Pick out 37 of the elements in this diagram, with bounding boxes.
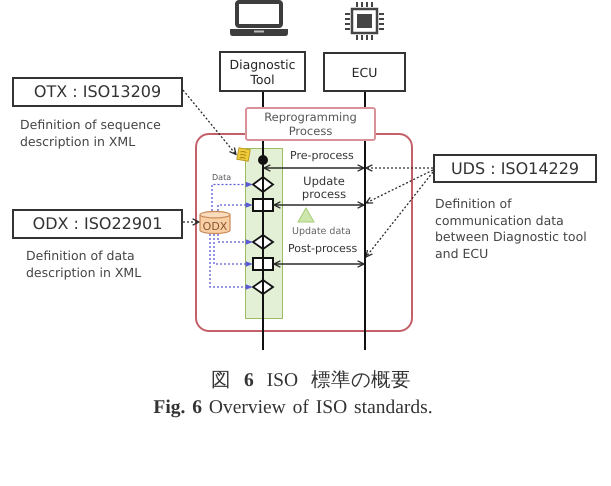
standard-box: OTX : ISO13209 [12, 77, 183, 107]
data-arrow [217, 202, 253, 211]
standard-box: ODX : ISO22901 [12, 209, 183, 239]
marker-caption: Update data [292, 226, 351, 239]
dotted-arrow [365, 172, 434, 258]
message-arrow [273, 201, 365, 209]
activity-bar [245, 148, 283, 319]
database-cylinder: ODX [199, 211, 231, 234]
decision-diamond [252, 234, 274, 250]
process-box [252, 198, 274, 212]
description-text: Definition of sequence description in XML [20, 117, 162, 150]
data-arrow [211, 182, 253, 211]
triangle-marker [297, 207, 315, 223]
frame-heading: Reprogramming Process [245, 107, 376, 141]
note-icon [236, 147, 251, 162]
decision-diamond [252, 176, 274, 193]
edge-label: Post-process [288, 243, 358, 256]
message-arrow [273, 260, 365, 268]
data-arrow [209, 234, 253, 290]
figure-caption: 図 6 ISO 標準の概要 [211, 369, 411, 392]
dotted-arrow [183, 218, 200, 226]
participant-box: Diagnostic Tool [219, 51, 306, 92]
figure-caption: Fig. 6 Overview of ISO standards. [153, 396, 433, 420]
process-box [252, 257, 274, 271]
standard-box: UDS : ISO14229 [433, 154, 597, 183]
decision-diamond [252, 279, 274, 295]
dotted-arrow [365, 164, 433, 172]
edge-label: Data [212, 173, 232, 182]
participant-box: ECU [323, 52, 406, 92]
description-text: Definition of data description in XML [26, 248, 142, 281]
description-text: Definition of communication data between Diagnostic tool and ECU [435, 196, 588, 262]
dotted-arrow [182, 90, 237, 156]
message-arrow [263, 164, 365, 172]
dotted-arrow [365, 169, 434, 204]
data-arrow [217, 234, 253, 245]
edge-label: Pre-process [290, 150, 354, 163]
data-arrow [213, 234, 253, 267]
